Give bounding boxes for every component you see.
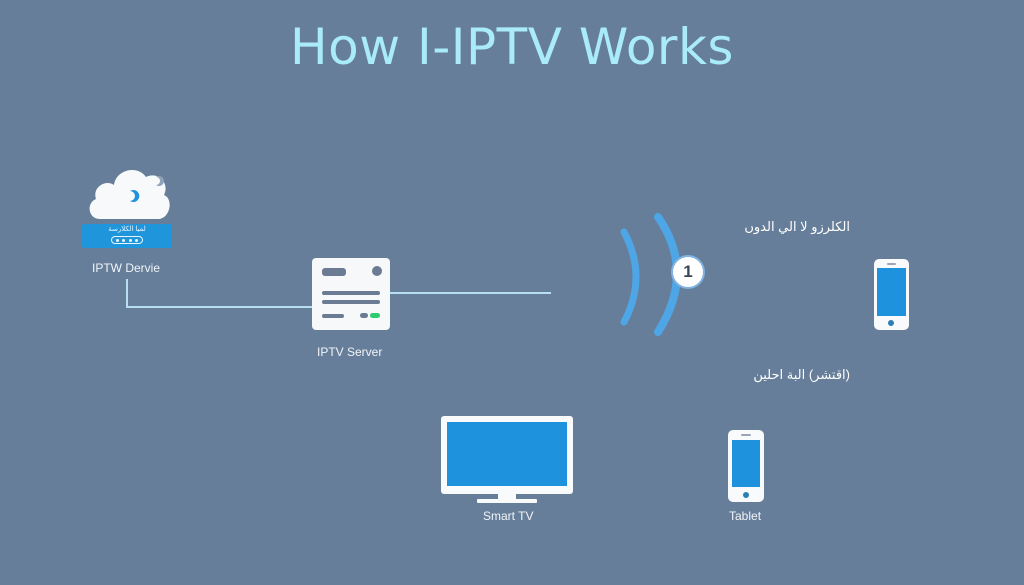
connector-line-vertical: [126, 279, 128, 308]
smart-tv-label: Smart TV: [483, 509, 534, 523]
server-label: IPTV Server: [317, 345, 383, 359]
diagram-title: How I-IPTV Works: [290, 18, 734, 76]
status-led-green: [370, 313, 380, 318]
tablet-label: Tablet: [729, 509, 762, 523]
step-badge: 1: [671, 255, 705, 289]
device-status-bar: لميا الكلارسة: [82, 224, 172, 248]
tv-stand-neck: [498, 494, 516, 499]
connector-line-server-signal: [388, 292, 551, 294]
device-node: لميا الكلارسة: [80, 155, 180, 255]
device-bar-text: لميا الكلارسة: [108, 226, 146, 233]
cloud-icon: [89, 170, 170, 219]
device-label: IPTW Dervie: [92, 261, 161, 275]
tv-stand-base: [477, 499, 537, 503]
tv-screen: [447, 422, 567, 486]
phone-caption-bottom: (اقتشر) البة احلين: [753, 367, 850, 382]
connector-line-device-server: [126, 306, 316, 308]
smartphone-icon: [874, 259, 909, 330]
server-icon: [312, 258, 390, 330]
phone-caption-top: الكلرزو لا الي الدوں: [744, 219, 850, 234]
tablet-icon: [728, 430, 764, 502]
device-indicator: [111, 236, 143, 244]
